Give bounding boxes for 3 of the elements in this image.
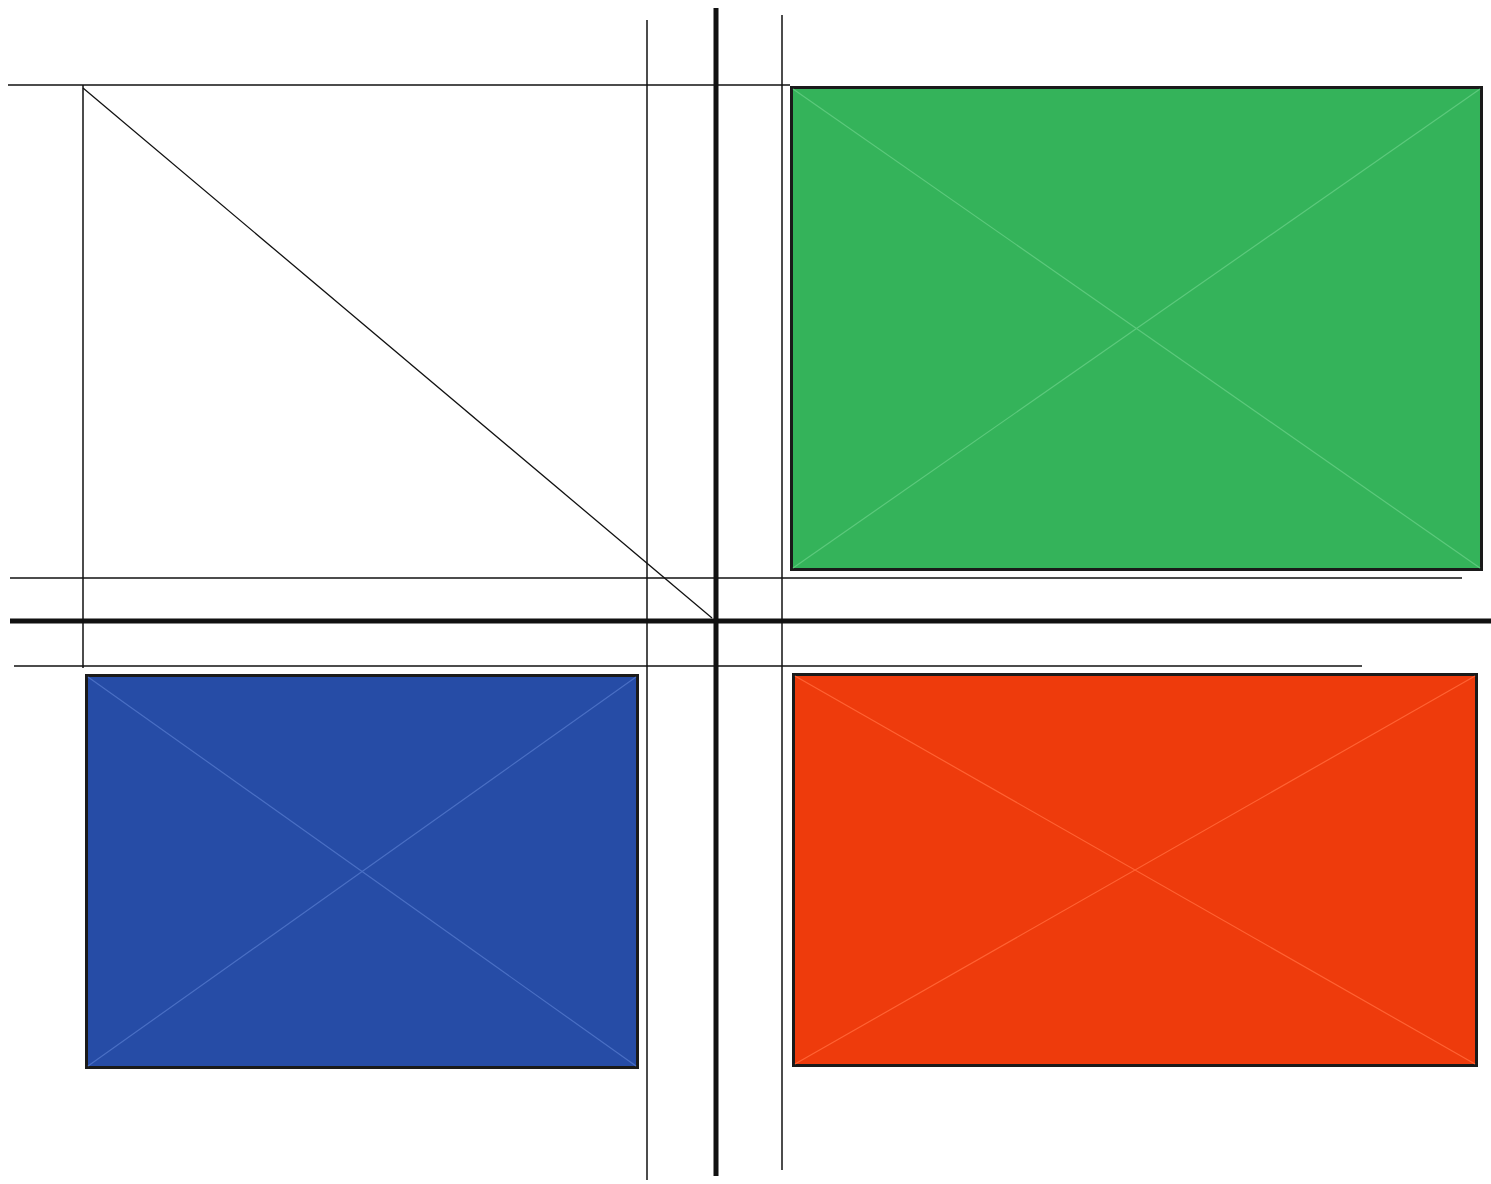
crossed-rectangle <box>792 673 1478 1067</box>
crossed-rectangle <box>85 674 639 1069</box>
crossed-rectangle <box>790 86 1483 571</box>
